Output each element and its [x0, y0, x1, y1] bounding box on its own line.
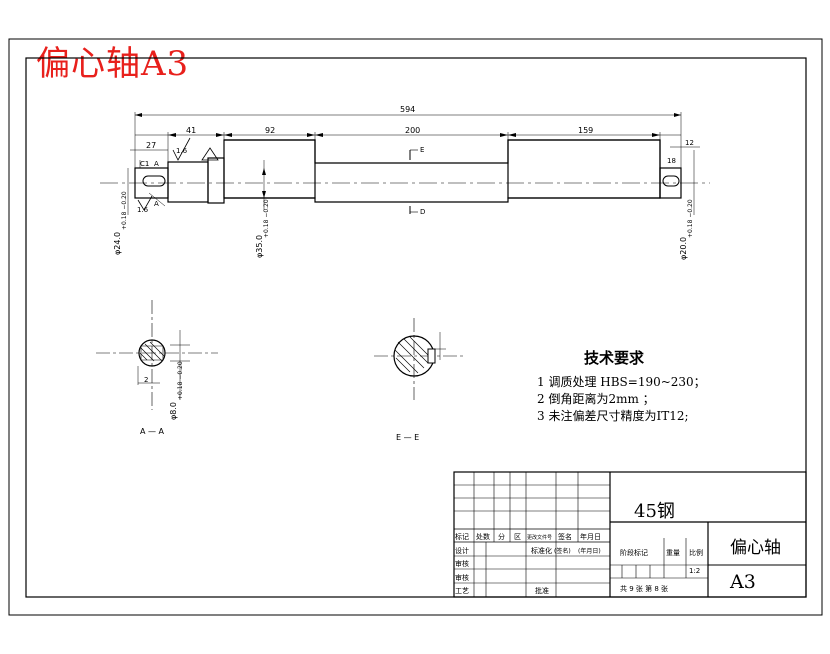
dim-92: 92 — [265, 126, 275, 135]
dimension-labels: 594 27 41 92 200 159 12 C1 18 1.6 1.6 A … — [113, 105, 694, 442]
dim-27: 27 — [146, 141, 156, 150]
dim-2: 2 — [144, 376, 148, 384]
h-qianming2: (签名) — [554, 547, 571, 555]
label-e: E — [420, 146, 424, 154]
dim-total: 594 — [400, 105, 415, 114]
h-nianyueri2: (年月日) — [578, 547, 601, 555]
shaft-main-view — [100, 112, 710, 215]
dim-dia35: φ35.0 — [255, 235, 264, 258]
dim-c1: C1 — [140, 160, 149, 168]
dim-dia8: φ8.0 — [169, 402, 178, 420]
dim-12: 12 — [685, 139, 694, 147]
material: 45钢 — [634, 501, 675, 522]
label-d: D — [420, 208, 425, 216]
section-ee-label: E — E — [396, 433, 419, 442]
h-sheji: 设计 — [455, 546, 469, 555]
h-fen: 分 — [498, 532, 505, 541]
requirement-item-2: 2 倒角距离为2mm ； — [537, 392, 655, 406]
requirement-item-1: 1 调质处理 HBS=190~230； — [537, 375, 706, 389]
h-nianyueri: 年月日 — [580, 532, 601, 541]
section-ee-view — [374, 318, 464, 400]
h-biaoji: 标记 — [455, 532, 469, 541]
dim-200: 200 — [405, 126, 420, 135]
dim-dia24: φ24.0 — [113, 232, 122, 255]
h-pizhun: 批准 — [535, 586, 549, 595]
dim-dia8-tol: +0.18 −0.20 — [177, 361, 184, 400]
dim-dia24-tol: +0.18 −0.20 — [121, 191, 128, 230]
dim-dia20: φ20.0 — [679, 237, 688, 260]
part-name: 偏心轴 — [730, 538, 781, 558]
h-gongyi: 工艺 — [455, 587, 469, 595]
h-gengai: 更改文件号 — [527, 534, 552, 541]
h-chushu: 处数 — [476, 532, 490, 541]
h-qianming: 签名 — [558, 532, 572, 541]
sheet-size: A3 — [729, 571, 756, 593]
label-a-top: A — [154, 160, 159, 168]
section-aa-view — [96, 300, 218, 410]
h-shenhe: 审核 — [455, 573, 469, 582]
section-aa-label: A — A — [140, 427, 165, 436]
inner-frame — [25, 57, 807, 598]
title-block-text: 45钢 偏心轴 A3 标记 处数 分 区 更改文件号 签名 年月日 设计 标准化… — [455, 501, 781, 595]
dim-159: 159 — [578, 126, 593, 135]
roughness-16a: 1.6 — [176, 147, 188, 155]
h-bili: 比例 — [689, 548, 703, 557]
drawing-title-stamp: 偏心轴A3 — [36, 44, 190, 84]
scale: 1:2 — [689, 567, 700, 575]
h-biaozhunhua: 标准化 — [531, 546, 552, 555]
dim-dia35-tol: +0.18 −0.20 — [263, 199, 270, 238]
h-qu: 区 — [514, 533, 521, 541]
h-zhongliang: 重量 — [666, 549, 680, 557]
label-a-bottom: A — [154, 200, 159, 208]
title-block — [453, 471, 807, 598]
requirement-item-3: 3 未注偏差尺寸精度为IT12; — [537, 409, 689, 423]
roughness-16b: 1.6 — [137, 206, 149, 214]
sheets: 共 9 张 第 8 张 — [620, 584, 668, 593]
h-shenhe1: 审核 — [455, 559, 469, 568]
h-jieduan: 阶段标记 — [620, 548, 648, 557]
dim-18: 18 — [667, 157, 676, 165]
outer-frame — [8, 38, 823, 616]
requirements-heading: 技术要求 — [584, 349, 645, 367]
dim-dia20-tol: +0.18 −0.20 — [687, 199, 694, 238]
dim-41: 41 — [186, 126, 196, 135]
